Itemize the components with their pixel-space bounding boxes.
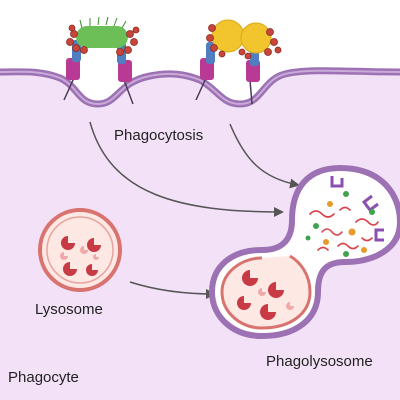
- label-phagocytosis: Phagocytosis: [114, 127, 203, 144]
- label-phagolysosome: Phagolysosome: [266, 353, 373, 370]
- debris-particles: [305, 191, 375, 257]
- label-lysosome: Lysosome: [35, 301, 103, 318]
- opsonin-cluster: [206, 24, 282, 60]
- enzyme-icon: [237, 270, 284, 320]
- arrow-icon: [89, 121, 284, 217]
- opsonin-cluster: [66, 24, 140, 56]
- debris-fragments: [309, 206, 379, 251]
- enzyme-icon: [61, 236, 101, 276]
- arrow-icon: [129, 281, 216, 299]
- receptor-icon: [330, 176, 384, 242]
- label-phagocyte: Phagocyte: [8, 369, 79, 386]
- arrow-icon: [229, 123, 300, 189]
- antigen-particle-icon: [211, 19, 272, 54]
- phagolysosome: [208, 164, 400, 340]
- lysosome: [38, 208, 122, 292]
